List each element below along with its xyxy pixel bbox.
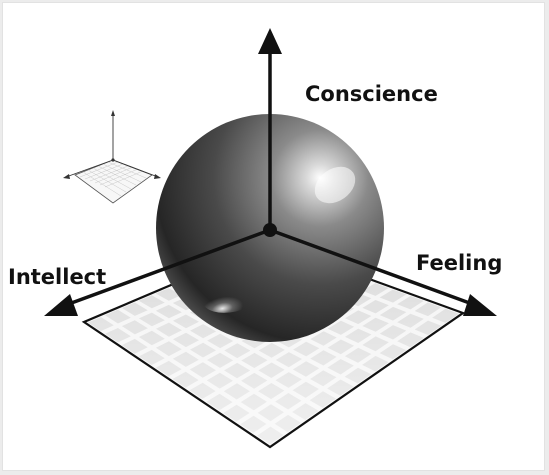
vertical-axis-label: Conscience xyxy=(305,82,438,106)
right-axis-arrowhead xyxy=(463,294,497,316)
mini-3d-axes-grid-icon xyxy=(63,110,161,203)
vertical-axis-arrowhead xyxy=(258,28,282,54)
left-axis-label: Intellect xyxy=(8,265,106,289)
right-axis-label: Feeling xyxy=(416,251,502,275)
left-axis-arrowhead xyxy=(44,294,78,316)
origin-point xyxy=(263,223,277,237)
